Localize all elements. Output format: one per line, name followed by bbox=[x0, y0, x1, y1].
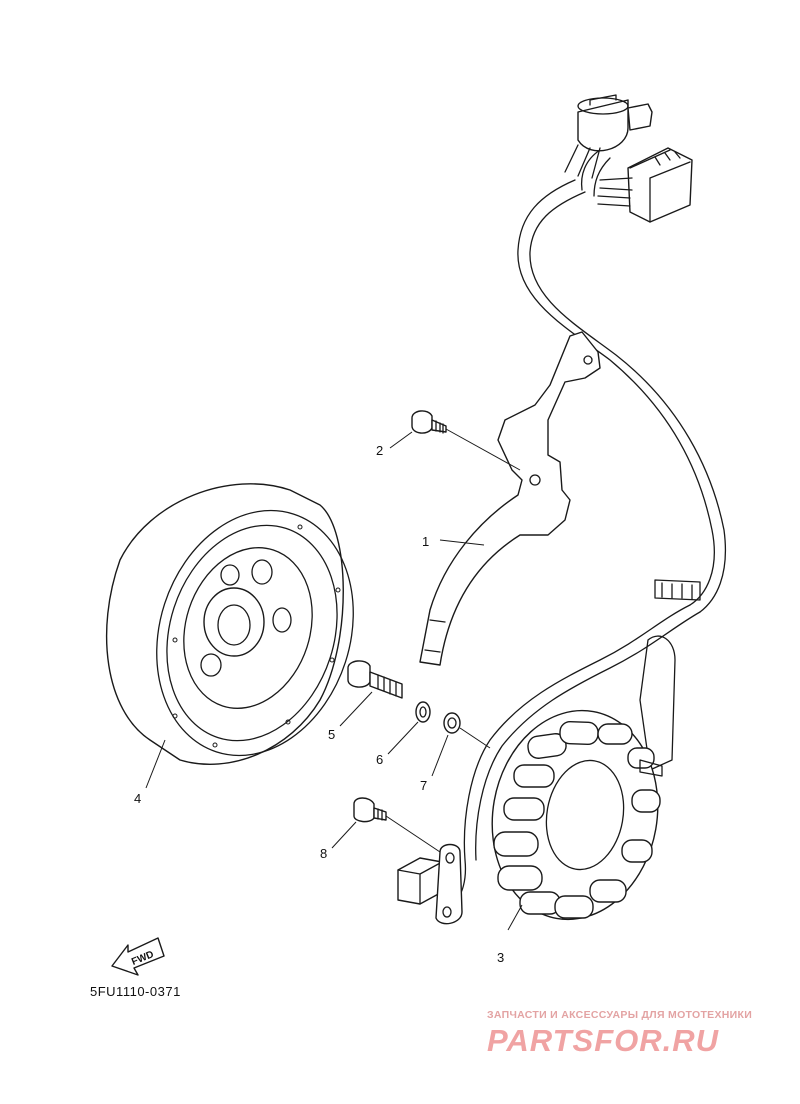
fwd-arrow-icon: FWD bbox=[111, 937, 165, 976]
callout-7: 7 bbox=[420, 778, 427, 793]
callout-1: 1 bbox=[422, 534, 429, 549]
callout-5: 5 bbox=[328, 727, 335, 742]
callout-6: 6 bbox=[376, 752, 383, 767]
round-connector bbox=[564, 94, 653, 179]
watermark-tagline: ЗАПЧАСТИ И АКСЕССУАРЫ ДЛЯ МОТОТЕХНИКИ bbox=[487, 1009, 753, 1021]
part-8-screw bbox=[353, 797, 441, 853]
watermark-logo: PARTSFOR.RU bbox=[487, 1023, 720, 1058]
callout-4: 4 bbox=[134, 791, 141, 806]
part-6-washer bbox=[415, 701, 431, 723]
leader-lines bbox=[145, 431, 523, 931]
wire-harness bbox=[454, 149, 726, 903]
callout-3: 3 bbox=[497, 950, 504, 965]
part-2-screw bbox=[411, 410, 521, 471]
callout-2: 2 bbox=[376, 443, 383, 458]
part-3-stator bbox=[491, 709, 663, 921]
part-7-washer bbox=[443, 712, 491, 749]
rectangular-coupler bbox=[597, 147, 693, 223]
callout-labels: 1 2 3 4 5 6 7 8 bbox=[134, 443, 504, 965]
diagram-code: 5FU1110-0371 bbox=[90, 984, 181, 999]
part-1-bracket bbox=[419, 331, 601, 666]
stator-poles bbox=[493, 720, 661, 919]
part-5-bolt bbox=[347, 660, 403, 699]
pickup-coil bbox=[397, 843, 463, 925]
part-4-rotor bbox=[105, 483, 354, 765]
callout-8: 8 bbox=[320, 846, 327, 861]
